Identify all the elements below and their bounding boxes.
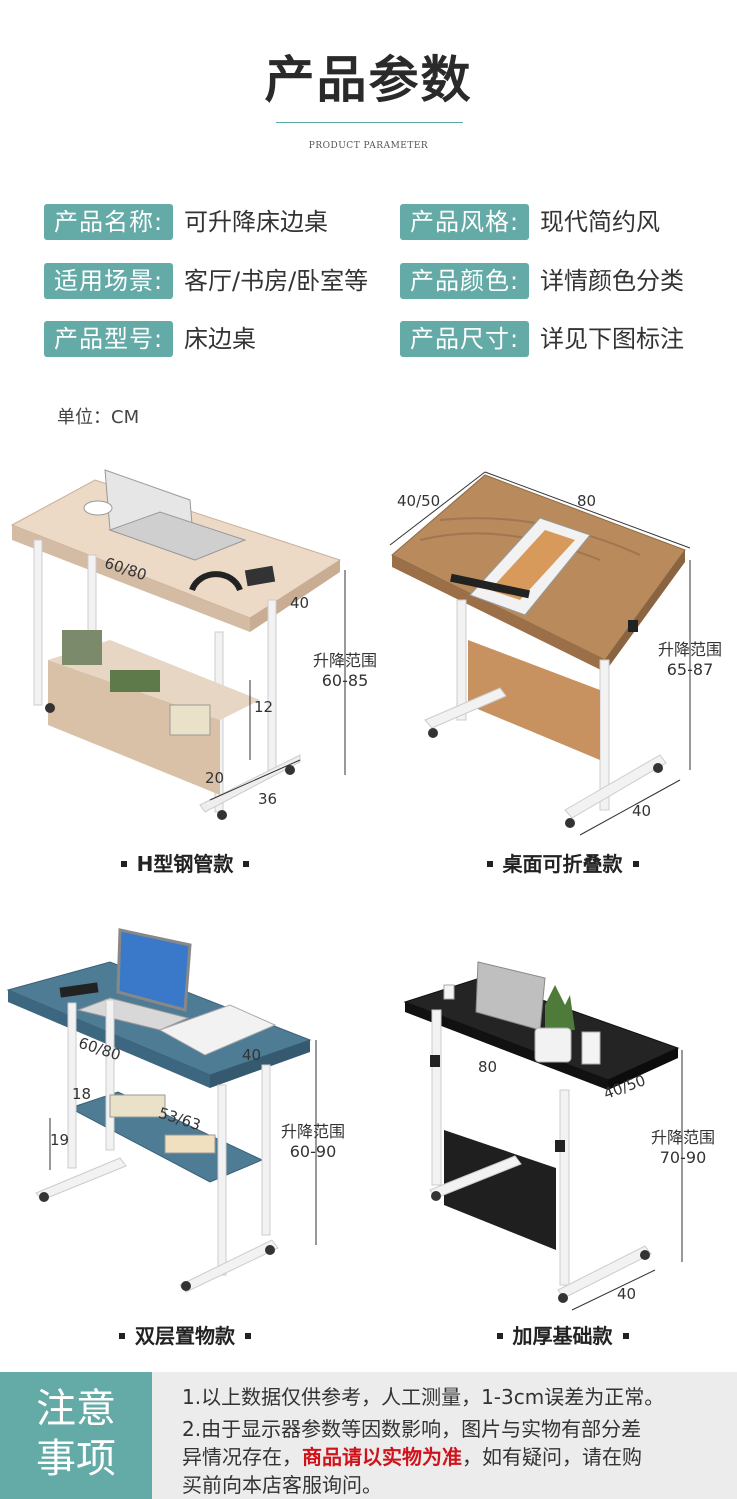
dim-depth: 40/50 bbox=[397, 492, 441, 510]
dim-shelf-height: 18 bbox=[72, 1085, 92, 1103]
range-value: 60-85 bbox=[321, 671, 369, 690]
spec-value-style: 现代简约风 bbox=[540, 208, 660, 236]
spec-label-model: 产品型号: bbox=[44, 321, 174, 357]
product-caption: H型钢管款 bbox=[20, 848, 350, 877]
range-value: 60-90 bbox=[289, 1142, 337, 1161]
note-line-4: 买前向本店客服询问。 bbox=[182, 1473, 382, 1497]
product-caption: 双层置物款 bbox=[20, 1320, 350, 1349]
note-line-1: 1.以上数据仅供参考，人工测量，1-3cm误差为正常。 bbox=[182, 1385, 665, 1409]
spec-value-model: 床边桌 bbox=[184, 325, 256, 353]
range-label: 升降范围 bbox=[650, 1128, 715, 1147]
note-highlight: 商品请以实物为准 bbox=[302, 1445, 462, 1469]
range-label: 升降范围 bbox=[657, 640, 722, 659]
range-value: 65-87 bbox=[666, 660, 714, 679]
dim-depth: 40 bbox=[290, 594, 310, 612]
page-title: 产品参数 bbox=[264, 51, 473, 109]
dim-foot: 40 bbox=[632, 802, 652, 820]
unit-label: 单位：CM bbox=[57, 407, 140, 428]
range-label: 升降范围 bbox=[280, 1122, 345, 1141]
spec-label-color: 产品颜色: bbox=[400, 263, 530, 299]
range-label: 升降范围 bbox=[312, 651, 377, 670]
dim-foot: 40 bbox=[617, 1285, 637, 1303]
note-line-3-post: ，如有疑问，请在购 bbox=[462, 1445, 642, 1469]
product-image-h-type bbox=[10, 469, 346, 820]
spec-label-size: 产品尺寸: bbox=[400, 321, 530, 357]
dim-width: 80 bbox=[577, 492, 597, 510]
spec-value-scene: 客厅/书房/卧室等 bbox=[184, 267, 369, 295]
dim-base: 20 bbox=[205, 769, 225, 787]
spec-label-scene: 适用场景: bbox=[44, 263, 174, 299]
dim-depth: 40 bbox=[242, 1046, 262, 1064]
range-value: 70-90 bbox=[659, 1148, 707, 1167]
spec-value-color: 详情颜色分类 bbox=[540, 267, 684, 295]
product-caption: 加厚基础款 bbox=[395, 1320, 730, 1349]
spec-label-style: 产品风格: bbox=[400, 204, 530, 240]
note-line-2: 2.由于显示器参数等因数影响，图片与实物有部分差 bbox=[182, 1417, 642, 1441]
notes-heading-line1: 注意 bbox=[36, 1386, 116, 1432]
product-image-basic bbox=[403, 961, 683, 1311]
product-image-foldable bbox=[389, 471, 691, 836]
product-caption: 桌面可折叠款 bbox=[395, 848, 730, 877]
notes-heading: 注意 事项 bbox=[0, 1372, 152, 1499]
spec-label-name: 产品名称: bbox=[44, 204, 174, 240]
notes-heading-line2: 事项 bbox=[36, 1436, 116, 1482]
dim-width: 80 bbox=[478, 1058, 498, 1076]
spec-value-name: 可升降床边桌 bbox=[184, 208, 328, 236]
page-subtitle: PRODUCT PARAMETER bbox=[308, 141, 429, 151]
spec-value-size: 详见下图标注 bbox=[540, 325, 684, 353]
dim-shelf: 12 bbox=[254, 698, 274, 716]
note-line-3: 异情况存在，商品请以实物为准，如有疑问，请在购 bbox=[182, 1441, 642, 1470]
dim-base: 19 bbox=[50, 1131, 70, 1149]
title-divider bbox=[276, 122, 463, 123]
note-line-3-pre: 异情况存在， bbox=[182, 1445, 302, 1469]
product-image-double-layer bbox=[6, 928, 317, 1293]
dim-foot: 36 bbox=[258, 790, 278, 808]
